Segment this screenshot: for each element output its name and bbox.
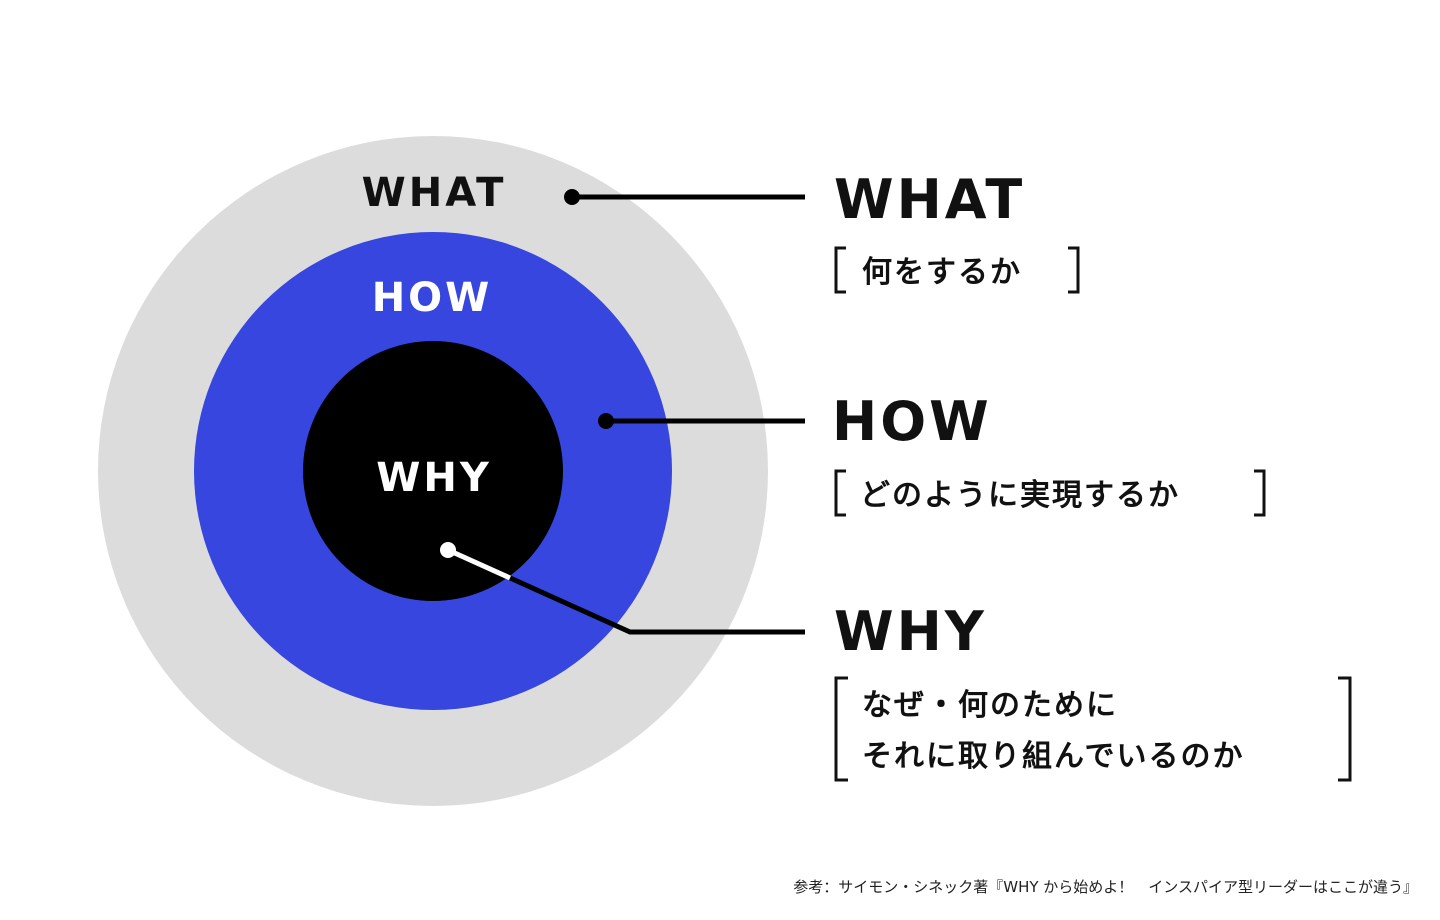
what-connector	[564, 189, 805, 205]
why-circle-label: WHY	[376, 455, 492, 501]
what-description: 何をするか	[862, 255, 1022, 290]
bracket-left	[834, 246, 846, 294]
why-connector	[440, 542, 805, 635]
bracket-right	[1254, 469, 1266, 517]
source-citation: 参考：サイモン・シネック著『WHY から始めよ！ インスパイア型リーダーはここが…	[793, 878, 1418, 896]
why-description-line-2: それに取り組んでいるのか	[862, 739, 1245, 774]
bracket-right	[1068, 246, 1080, 294]
how-description: どのように実現するか	[860, 478, 1180, 513]
how-connector	[598, 413, 805, 429]
how-title: HOW	[832, 390, 992, 453]
why-description-line-1: なぜ・何のために	[862, 688, 1118, 723]
bracket-left	[834, 676, 848, 782]
bracket-left	[834, 469, 846, 517]
what-circle-label: WHAT	[362, 170, 507, 216]
how-circle-label: HOW	[372, 275, 493, 321]
what-title: WHAT	[834, 168, 1025, 231]
why-circle	[303, 341, 563, 601]
why-title: WHY	[834, 600, 987, 663]
bracket-right	[1338, 676, 1352, 782]
